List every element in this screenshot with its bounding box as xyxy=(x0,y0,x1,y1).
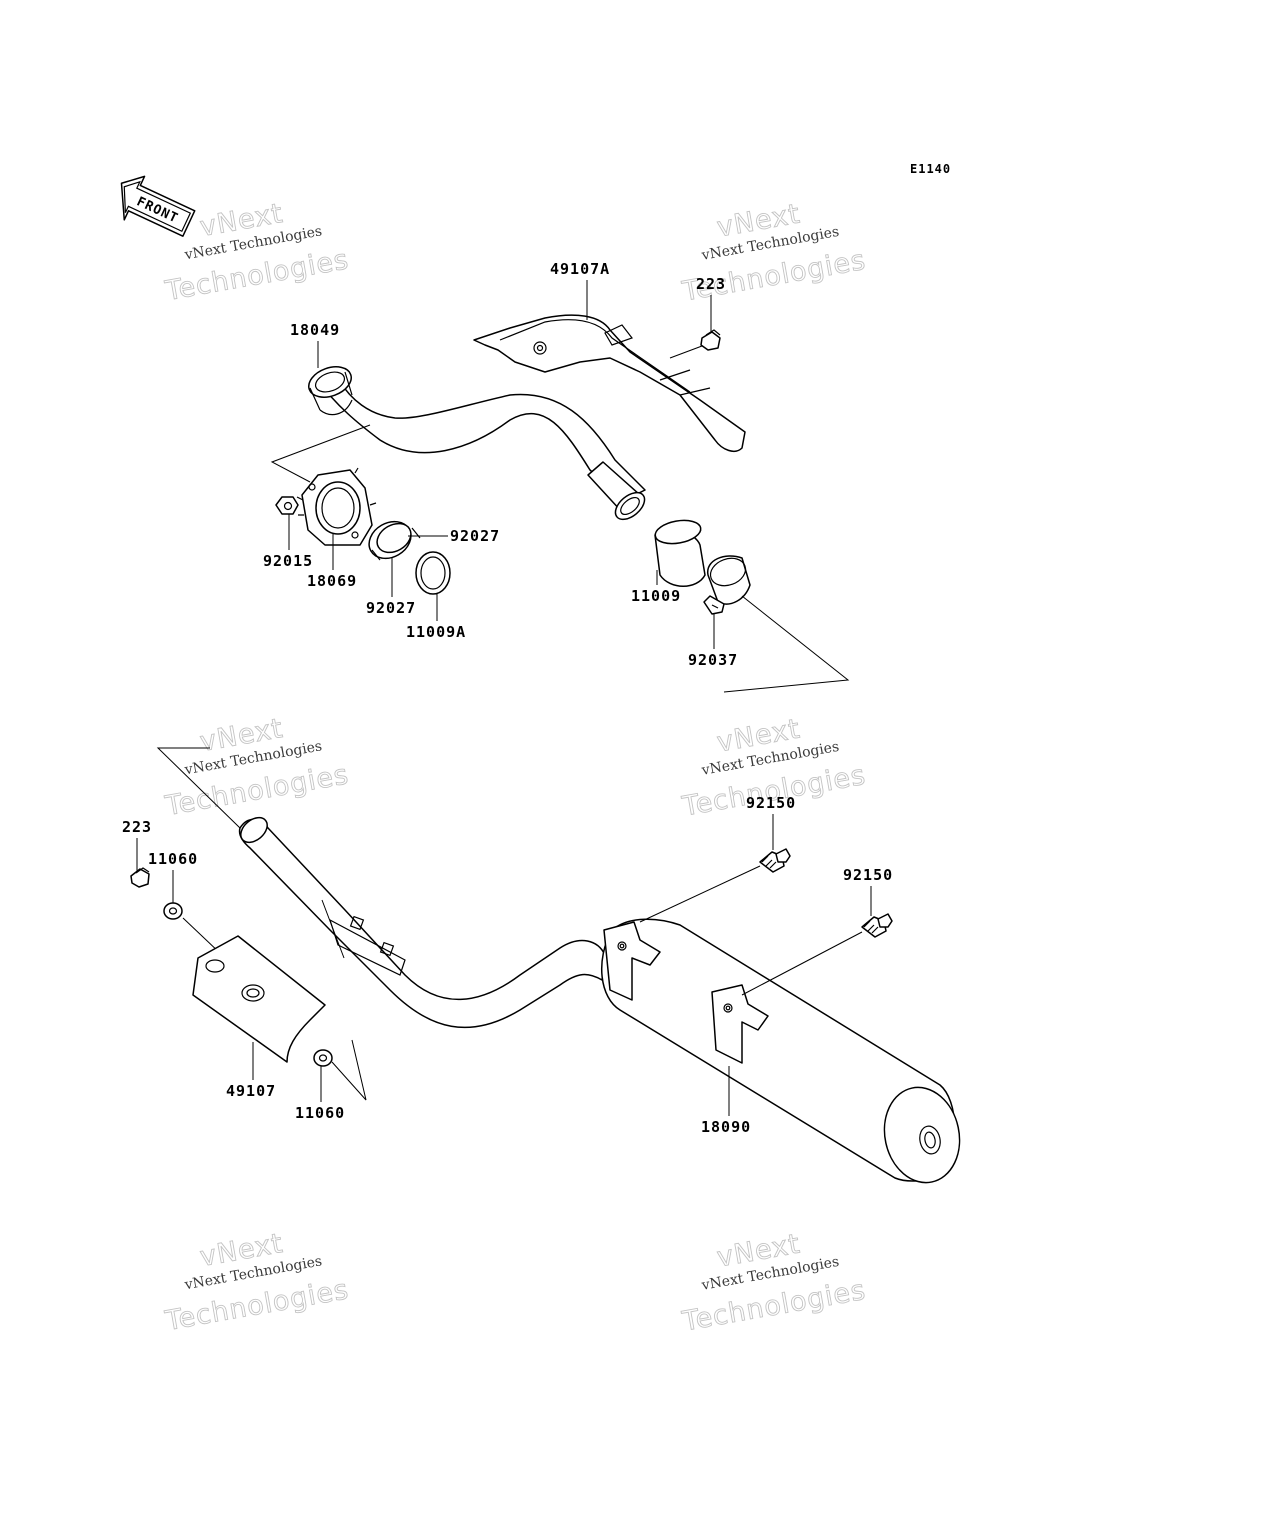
label-92027-bottom: 92027 xyxy=(366,558,416,617)
label-92015: 92015 xyxy=(263,514,313,570)
watermark-bottom-left: vNext vNext Technologies Technologies xyxy=(162,1227,352,1337)
svg-text:92027: 92027 xyxy=(450,527,500,545)
heat-guard-49107A xyxy=(473,314,746,452)
bolt-223-top xyxy=(700,329,721,351)
svg-text:92027: 92027 xyxy=(366,599,416,617)
front-arrow-icon: FRONT xyxy=(120,175,196,237)
gasket-11009 xyxy=(654,519,706,587)
clamp-92037 xyxy=(703,555,751,615)
svg-text:18049: 18049 xyxy=(290,321,340,339)
label-223-top: 223 xyxy=(696,275,726,332)
svg-text:11009A: 11009A xyxy=(406,623,466,641)
bolt-92150-left xyxy=(759,848,791,873)
label-92150-right: 92150 xyxy=(843,866,893,916)
label-49107A: 49107A xyxy=(550,260,610,320)
svg-text:11060: 11060 xyxy=(148,850,198,868)
label-18049: 18049 xyxy=(290,321,340,368)
bolt-223-bottom xyxy=(130,867,150,888)
diagram-code: E1140 xyxy=(910,162,951,176)
bolt-92150-right xyxy=(861,913,893,938)
label-92150-left: 92150 xyxy=(746,794,796,850)
svg-text:18069: 18069 xyxy=(307,572,357,590)
nut-92015 xyxy=(275,496,299,515)
label-18090: 18090 xyxy=(701,1066,751,1136)
leader-bolt-223-top xyxy=(669,345,703,359)
label-11009: 11009 xyxy=(631,570,681,605)
leader-tail-to-clamp xyxy=(156,747,241,829)
label-18069: 18069 xyxy=(307,534,357,590)
gasket-11009A xyxy=(415,551,451,595)
washer-11060-bottom xyxy=(313,1049,333,1067)
svg-text:92037: 92037 xyxy=(688,651,738,669)
svg-text:11060: 11060 xyxy=(295,1104,345,1122)
leader-guard-to-pipe xyxy=(321,899,367,1101)
label-11060-top: 11060 xyxy=(148,850,198,903)
leader-bolt-92150-right xyxy=(741,931,863,996)
label-223-bottom: 223 xyxy=(122,818,152,871)
flange-18069 xyxy=(296,467,377,546)
svg-text:49107A: 49107A xyxy=(550,260,610,278)
leader-bolt-92150-left xyxy=(639,865,761,923)
svg-text:11009: 11009 xyxy=(631,587,681,605)
svg-text:92150: 92150 xyxy=(843,866,893,884)
svg-text:49107: 49107 xyxy=(226,1082,276,1100)
gasket-92027 xyxy=(368,520,421,561)
leader-head-pipe-flange xyxy=(270,424,371,483)
heat-guard-49107 xyxy=(192,935,326,1063)
label-92027-right: 92027 xyxy=(408,527,500,545)
label-92037: 92037 xyxy=(688,614,738,669)
svg-text:223: 223 xyxy=(122,818,152,836)
svg-text:223: 223 xyxy=(696,275,726,293)
svg-text:18090: 18090 xyxy=(701,1118,751,1136)
watermark-bottom-right: vNext vNext Technologies Technologies xyxy=(679,1228,869,1338)
watermark-mid-left: vNext vNext Technologies Technologies xyxy=(162,712,352,822)
muffler-18090 xyxy=(238,816,961,1184)
label-11009A: 11009A xyxy=(406,594,466,641)
svg-text:92015: 92015 xyxy=(263,552,313,570)
label-49107: 49107 xyxy=(226,1042,276,1100)
washer-11060-top xyxy=(163,902,183,920)
label-11060-bottom: 11060 xyxy=(295,1066,345,1122)
head-pipe-18049 xyxy=(308,366,646,521)
leader-clamp-muffler xyxy=(723,595,850,693)
svg-text:92150: 92150 xyxy=(746,794,796,812)
